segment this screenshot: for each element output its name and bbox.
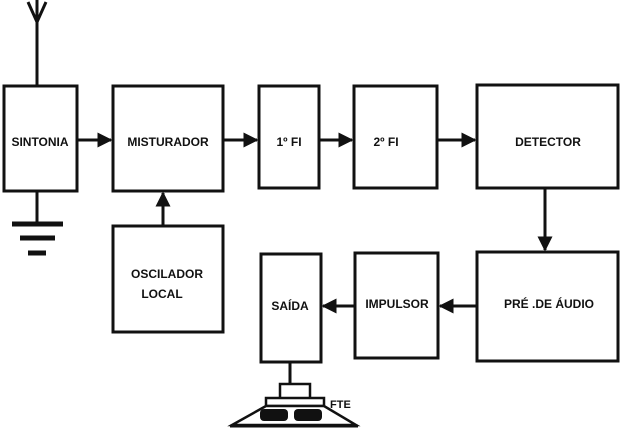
pre-audio-block [475, 250, 620, 363]
misturador-block [111, 84, 225, 193]
saida-label: SAÍDA [271, 298, 309, 313]
detector-label: DETECTOR [515, 135, 581, 149]
detector-block [475, 83, 620, 190]
pre-audio-label: PRÉ .DE ÁUDIO [504, 296, 594, 311]
impulsor-block [353, 251, 440, 360]
sintonia-block [2, 84, 79, 193]
fi2-label: 2º FI [373, 135, 398, 149]
sintonia-label: SINTONIA [11, 135, 68, 149]
speaker-icon [227, 362, 361, 428]
ground-icon [12, 191, 63, 256]
fi2-block [352, 84, 439, 190]
impulsor-label: IMPULSOR [365, 297, 429, 311]
oscilador-label-line1: OSCILADOR [131, 267, 203, 281]
misturador-label: MISTURADOR [127, 135, 209, 149]
oscilador-local-block [111, 224, 225, 334]
fi1-block [257, 84, 321, 190]
oscilador-label-line2: LOCAL [141, 287, 182, 301]
speaker-label: FTE [330, 399, 351, 411]
antenna-icon [26, 0, 48, 86]
fi1-label: 1º FI [276, 135, 301, 149]
